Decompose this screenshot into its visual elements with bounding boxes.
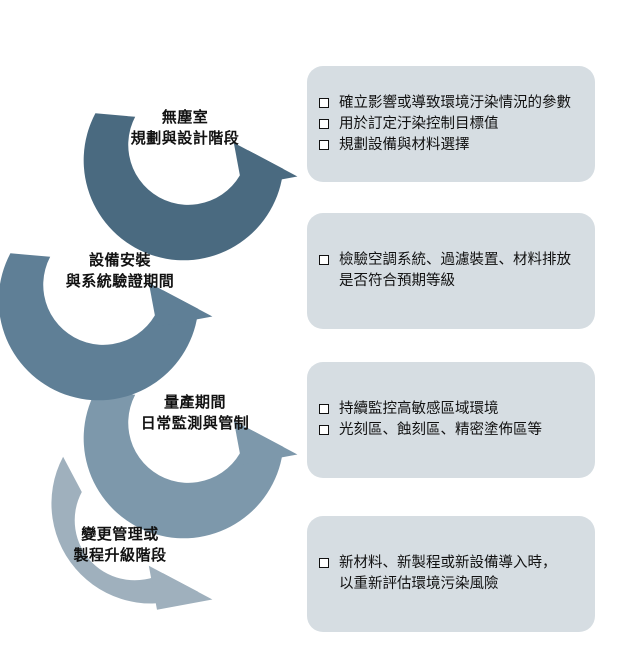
- stage-2-label-line-1: 設備安裝: [88, 251, 151, 269]
- stage-4-bullet-1: 新材料、新製程或新設備導入時， 以重新評估環境污染風險: [319, 553, 585, 595]
- stage-1-label-line-2: 規劃與設計階段: [130, 129, 240, 147]
- ring-arrow-4-band: [51, 456, 199, 604]
- stage-2-label-line-2: 與系統驗證期間: [65, 272, 175, 290]
- stage-1-bullet-2: 用於訂定汙染控制目標值: [319, 114, 585, 135]
- ring-arrow-1-arrowhead: [233, 142, 298, 187]
- ring-arrow-3-band: [83, 391, 284, 539]
- stage-4-label-line-2: 製程升級階段: [73, 546, 167, 564]
- stage-4-label: 變更管理或 製程升級階段: [40, 524, 200, 566]
- stage-3-bullet-1: 持續監控高敏感區域環境: [319, 399, 585, 420]
- stage-4-bullet-1-line-2: 以重新評估環境污染風險: [339, 576, 499, 592]
- stage-3-bullet-2: 光刻區、蝕刻區、精密塗佈區等: [319, 420, 585, 441]
- stage-1-bullet-3: 規劃設備與材料選擇: [319, 135, 585, 156]
- stage-2-bullet-1-line-1: 檢驗空調系統、過濾裝置、材料排放: [339, 252, 571, 268]
- stage-1-label: 無塵室 規劃與設計階段: [110, 107, 260, 149]
- ring-arrow-2-band: [0, 253, 199, 401]
- stage-4-label-line-1: 變更管理或: [81, 525, 159, 543]
- stage-3-bullet-2-text: 光刻區、蝕刻區、精密塗佈區等: [339, 422, 542, 438]
- ring-arrow-3-arrowhead: [233, 420, 298, 465]
- stage-3-description-box: 持續監控高敏感區域環境 光刻區、蝕刻區、精密塗佈區等: [307, 362, 595, 478]
- stage-3-label-line-2: 日常監測與管制: [140, 414, 250, 432]
- ring-arrow-4: [51, 456, 213, 610]
- stage-1-bullet-2-text: 用於訂定汙染控制目標值: [339, 115, 499, 132]
- ring-arrow-1: [83, 113, 298, 261]
- ring-arrow-4-arrowhead: [148, 565, 213, 610]
- stage-1-description-box: 確立影響或導致環境汙染情況的參數 用於訂定汙染控制目標值 規劃設備與材料選擇: [307, 66, 595, 182]
- ring-arrow-2-arrowhead: [148, 282, 213, 327]
- stage-3-label: 量產期間 日常監測與管制: [115, 392, 275, 434]
- stage-2-description-box: 檢驗空調系統、過濾裝置、材料排放 是否符合預期等級: [307, 213, 595, 329]
- stage-3-bullet-1-text: 持續監控高敏感區域環境: [339, 401, 499, 417]
- stage-3-label-line-1: 量產期間: [163, 393, 226, 411]
- stage-2-bullet-1: 檢驗空調系統、過濾裝置、材料排放 是否符合預期等級: [319, 250, 585, 292]
- stage-2-bullet-1-line-2: 是否符合預期等級: [339, 273, 455, 289]
- stage-1-bullet-3-text: 規劃設備與材料選擇: [339, 136, 470, 153]
- stage-4-description-box: 新材料、新製程或新設備導入時， 以重新評估環境污染風險: [307, 516, 595, 632]
- ring-arrow-1-band: [83, 113, 284, 261]
- ring-arrow-3: [83, 391, 298, 539]
- stage-1-bullet-1: 確立影響或導致環境汙染情況的參數: [319, 93, 585, 114]
- stage-2-label: 設備安裝 與系統驗證期間: [40, 250, 200, 292]
- stage-1-label-line-1: 無塵室: [161, 108, 209, 126]
- stage-1-bullet-1-text: 確立影響或導致環境汙染情況的參數: [339, 94, 571, 111]
- ring-arrow-2: [0, 253, 213, 401]
- stage-4-bullet-1-line-1: 新材料、新製程或新設備導入時，: [339, 555, 557, 571]
